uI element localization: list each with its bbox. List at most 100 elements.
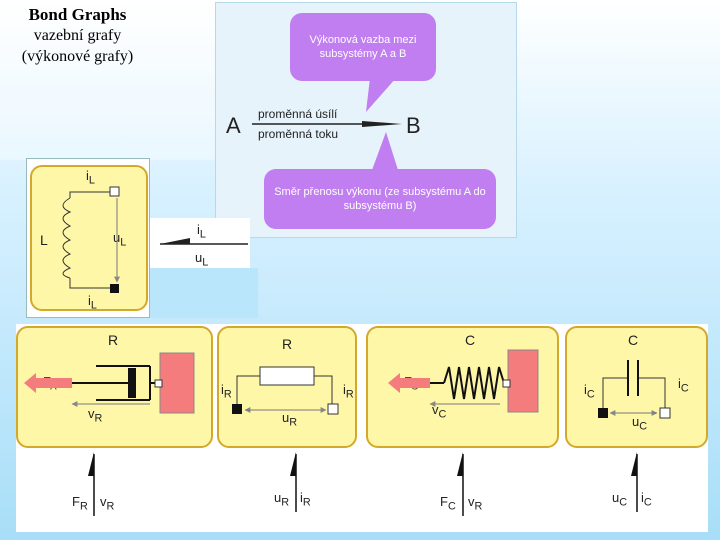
resistor-panel [217,326,357,448]
spring-bond-effort: FC [440,494,456,513]
spring-velocity-label: vC [432,402,446,421]
voltage-subscript: R [289,416,298,429]
bubble-tail-bottom [372,132,398,170]
spring-label: C [465,332,476,348]
voltage-symbol: u [195,250,203,265]
effort-symbol: F [440,494,448,509]
resistor-voltage-label: uR [282,410,297,429]
background-highlight [0,0,215,160]
spring-drawing [388,349,539,413]
bond-arrow-spring [457,452,464,516]
mass-block [159,352,195,414]
capacitor-drawing [598,360,671,419]
current-subscript: C [680,382,689,395]
capacitor-current-left: iC [584,382,595,401]
effort-subscript: C [619,496,628,509]
effort-subscript: C [447,500,456,513]
mass-block [507,349,539,413]
inductor-bond-arrow [160,238,248,245]
voltage-symbol: u [632,414,640,429]
flow-subscript: R [474,500,483,513]
damper-label: R [108,332,119,348]
terminal-filled [598,408,608,418]
flow-symbol: i [641,490,644,505]
bond-current-label: iL [197,222,206,241]
terminal-filled [110,284,119,293]
voltage-subscript: L [202,256,209,269]
bond-arrow-resistor [290,452,297,512]
power-bond-bubble: Výkonová vazba mezi subsystémy A a B [290,13,436,81]
effort-label: proměnná úsílí [258,107,338,121]
current-symbol: i [197,222,200,237]
inductor-current-top: iL [86,168,95,187]
resistor-label: R [282,336,293,352]
blue-block [150,268,258,318]
current-symbol: i [88,293,91,308]
subsystem-b-label: B [406,113,421,138]
inductor-panel [30,165,148,311]
current-symbol: i [678,376,681,391]
resistor-current-right: iR [343,382,354,401]
terminal-filled [232,404,242,414]
voltage-subscript: C [639,420,648,433]
velocity-subscript: R [94,412,103,425]
terminal-open [109,186,120,197]
flow-symbol: v [468,494,475,509]
capacitor-label: C [628,332,639,348]
flow-symbol: i [300,490,303,505]
capacitor-panel [565,326,708,448]
effort-subscript: R [281,496,290,509]
bond-arrow-capacitor [631,452,638,512]
title-line-2: vazební grafy [33,27,122,44]
current-symbol: i [343,382,346,397]
effort-symbol: u [274,490,282,505]
bond-arrow-ab [252,121,402,127]
effort-symbol: F [72,494,80,509]
damper-bond-flow: vR [100,494,114,513]
bond-voltage-label: uL [195,250,208,269]
effort-subscript: R [79,500,88,513]
current-subscript: R [223,388,232,401]
terminal-open [327,403,339,415]
title-line-3: (výkonové grafy) [21,48,134,65]
spring-coil [443,366,505,400]
velocity-symbol: v [88,406,95,421]
power-direction-bubble: Směr přenosu výkonu (ze subsystému A do … [264,169,496,229]
resistor-current-left: iR [221,382,232,401]
velocity-symbol: v [432,402,439,417]
capacitor-bond-flow: iC [641,490,652,509]
slide-title: Bond Graphs vazební grafy (výkonové graf… [0,4,155,67]
current-symbol: i [221,382,224,397]
damper-drawing [24,352,195,414]
flow-label: proměnná toku [258,127,339,141]
current-subscript: L [90,299,97,312]
resistor-bond-effort: uR [274,490,289,509]
title-line-1: Bond Graphs [28,5,127,24]
flow-subscript: C [643,496,652,509]
current-subscript: R [345,388,354,401]
resistor-symbol [259,366,315,386]
force-arrow [388,373,430,393]
current-subscript: L [88,174,95,187]
inductor-current-bottom: iL [88,293,97,312]
capacitor-current-right: iC [678,376,689,395]
current-subscript: C [586,388,595,401]
current-subscript: L [199,228,206,241]
damper-velocity-label: vR [88,406,102,425]
capacitor-bond-effort: uC [612,490,627,509]
current-symbol: i [584,382,587,397]
terminal-open [659,407,671,419]
bond-arrow-damper [88,452,95,516]
resistor-bond-flow: iR [300,490,311,509]
capacitor-voltage-label: uC [632,414,647,433]
inductor-circuit [62,191,120,289]
force-arrow [24,373,72,393]
flow-symbol: v [100,494,107,509]
resistor-drawing [232,366,339,415]
flow-subscript: R [302,496,311,509]
subsystem-a-label: A [226,113,241,138]
bubble-tail-top [366,78,396,112]
inductor-label: L [40,232,48,248]
voltage-subscript: L [120,236,127,249]
